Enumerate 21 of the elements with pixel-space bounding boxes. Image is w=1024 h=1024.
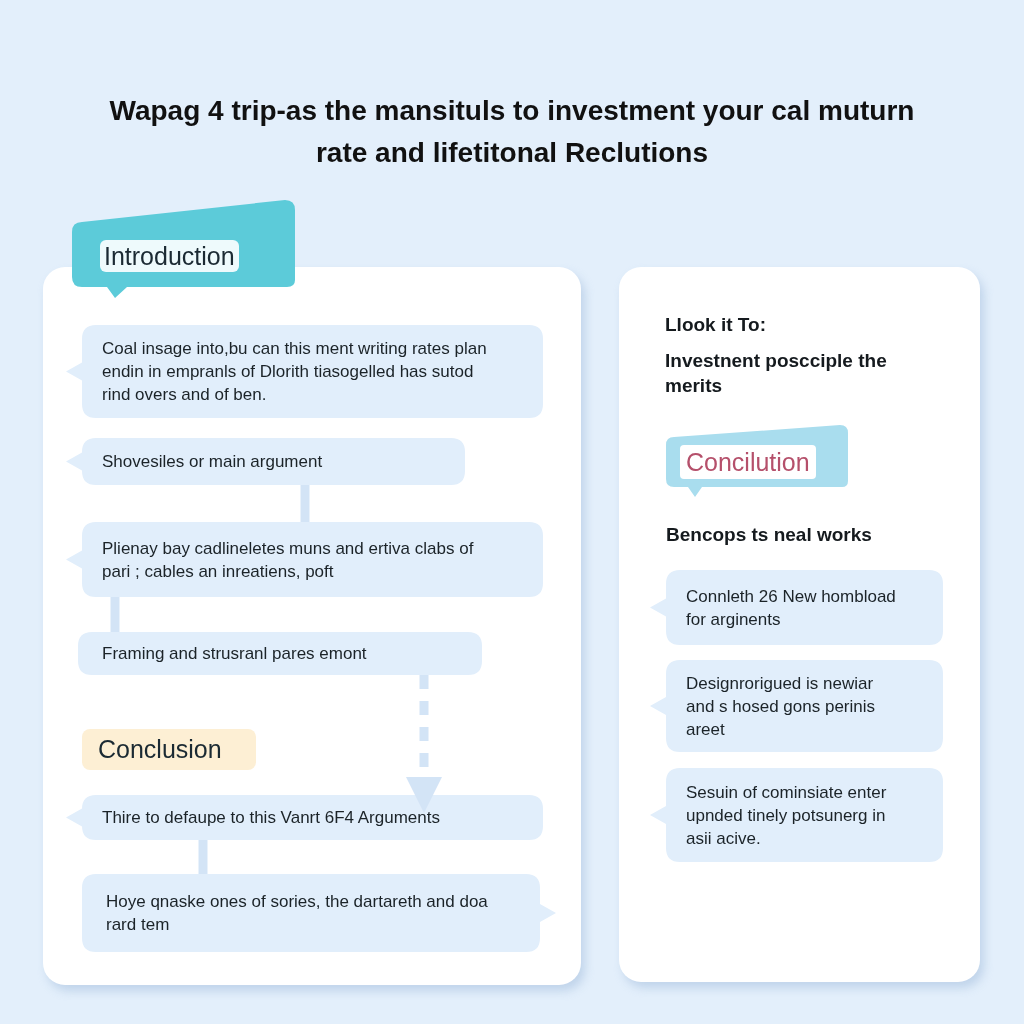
speech-bubble: Plienay bay cadlineletes muns and ertiva clabs of pari ; cables an inreatiens, poft — [66, 522, 543, 597]
speech-bubble: Sesuin of cominsiate enter upnded tinely potsunerg in asii acive. — [650, 768, 943, 862]
speech-bubble: Connleth 26 New hombload for arginents — [650, 570, 943, 645]
speech-bubble: Framing and strusranl pares emont — [78, 632, 482, 675]
panel-card — [43, 267, 581, 985]
heading-text: Bencops ts neal works — [666, 523, 873, 547]
speech-bubble: Hoye qnaske ones of sories, the dartareth and doa rard tem — [82, 874, 556, 952]
connector-line — [110, 597, 120, 632]
section-tag: Conclusion — [82, 729, 256, 770]
speech-bubble: Coal insage into,bu can this ment writing rates plan endin in empranls of Dlorith tiasogelled has sutod rind overs and of ben. — [66, 325, 543, 418]
panel-card — [619, 267, 980, 982]
speech-bubble: Thire to defaupe to this Vanrt 6F4 Arguments — [66, 795, 543, 840]
speech-bubble: Designrorigued is newiar and s hosed gons perinis areet — [650, 660, 943, 752]
heading-text: Llook it To: — [665, 313, 767, 337]
heading-text: Investnent poscciple the merits — [665, 349, 888, 398]
connector-line — [198, 840, 208, 874]
speech-bubble: Shovesiles or main argument — [66, 438, 465, 485]
connector-line — [406, 675, 442, 813]
section-tag: Introduction — [72, 200, 297, 300]
connector-line — [300, 485, 310, 522]
title: Wapag 4 trip-as the mansituls to investment your cal muturn rate and lifetitonal Reclutions — [108, 94, 916, 170]
